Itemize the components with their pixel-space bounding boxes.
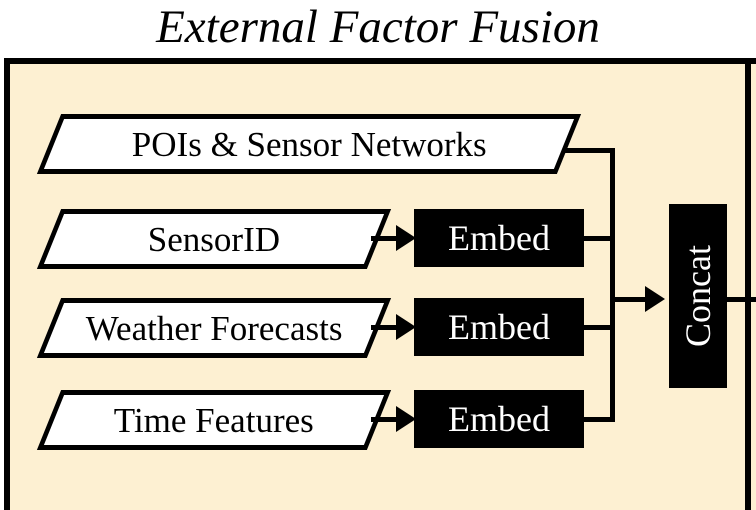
connector-embed-weather-to-bus — [584, 325, 615, 330]
page-title: External Factor Fusion — [156, 1, 600, 53]
embed-label: Embed — [448, 218, 550, 258]
arrowhead-icon — [396, 225, 416, 251]
connector-embed-time-to-bus — [584, 417, 615, 422]
input-node-label: Weather Forecasts — [85, 308, 343, 348]
panel-right-edge — [745, 58, 751, 510]
input-node-sensorid[interactable]: SensorID — [36, 209, 392, 269]
connector-bus-to-concat — [610, 297, 660, 302]
embed-label: Embed — [448, 307, 550, 347]
input-node-label: Time Features — [114, 400, 314, 440]
connector-embed-sensorid-to-bus — [584, 236, 615, 241]
input-node-pois-sensor-networks[interactable]: POIs & Sensor Networks — [36, 114, 582, 174]
arrowhead-icon — [645, 286, 665, 312]
arrowhead-icon — [396, 406, 416, 432]
input-node-time-features[interactable]: Time Features — [36, 390, 392, 450]
connector-time-to-embed — [371, 417, 411, 422]
connector-weather-to-embed — [371, 325, 411, 330]
input-node-label: POIs & Sensor Networks — [131, 124, 487, 164]
embed-box-time[interactable]: Embed — [414, 390, 584, 448]
embed-label: Embed — [448, 399, 550, 439]
connector-pois-to-bus — [563, 148, 615, 153]
input-node-weather-forecasts[interactable]: Weather Forecasts — [36, 298, 392, 358]
arrowhead-icon — [396, 314, 416, 340]
connector-vertical-bus — [610, 148, 615, 422]
external-factor-fusion-panel: POIs & Sensor Networks SensorID Embed We… — [4, 58, 756, 510]
connector-concat-output — [727, 297, 756, 302]
concat-box[interactable]: Concat — [669, 204, 727, 388]
embed-box-sensorid[interactable]: Embed — [414, 209, 584, 267]
input-node-label: SensorID — [147, 219, 281, 259]
connector-sensorid-to-embed — [371, 236, 411, 241]
embed-box-weather[interactable]: Embed — [414, 298, 584, 356]
concat-label: Concat — [678, 245, 719, 347]
